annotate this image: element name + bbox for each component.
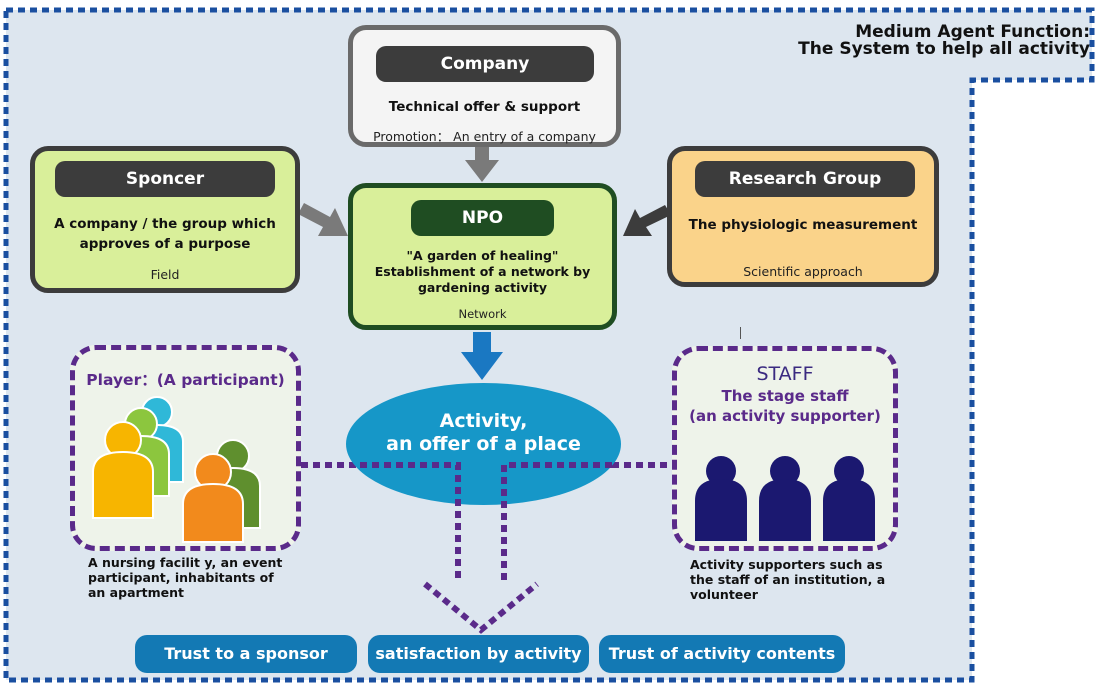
npo-box: NPO "A garden of healing" Establishment …: [348, 183, 617, 330]
staff-title: STAFF: [756, 363, 814, 385]
activity-ellipse: [346, 383, 621, 505]
player-box: Player：(A participant): [70, 345, 301, 551]
sponsor-main-text: A company / the group which approves of …: [35, 214, 295, 254]
research-main-text: The physiologic measurement: [688, 217, 918, 233]
tick-mark: [740, 327, 741, 339]
participant-icons: [92, 396, 261, 543]
npo-line1: "A garden of healing": [406, 248, 559, 263]
sponsor-sub-text: Field: [150, 267, 180, 282]
player-caption-line1: A nursing facilit y, an event: [88, 555, 283, 570]
npo-to-activity-arrow: [461, 332, 503, 380]
player-caption: A nursing facilit y, an event participan…: [88, 555, 282, 600]
staff-caption-line2: the staff of an institution, a: [690, 572, 886, 587]
sponsor-main-line2: approves of a purpose: [79, 236, 251, 252]
staff-sub-line2: (an activity supporter): [689, 407, 881, 425]
staff-person-icon-2: [759, 456, 811, 541]
research-header: Research Group: [695, 161, 915, 197]
staff-icons: [695, 456, 875, 541]
npo-sub-text: Network: [458, 307, 507, 321]
company-box: Company Technical offer & support Promot…: [348, 25, 621, 147]
company-header: Company: [376, 46, 594, 82]
sponsor-main-line1: A company / the group which: [54, 216, 276, 232]
npo-header: NPO: [411, 200, 554, 236]
npo-main-text: "A garden of healing" Establishment of a…: [353, 248, 612, 296]
staff-sub-line1: The stage staff: [721, 387, 849, 405]
company-sub-text: Promotion： An entry of a company: [373, 129, 596, 144]
player-title: Player：(A participant): [86, 371, 285, 389]
staff-person-icon-3: [823, 456, 875, 541]
outcome-trust-sponsor: Trust to a sponsor: [135, 635, 357, 673]
outcome-satisfaction: satisfaction by activity: [368, 635, 589, 673]
company-to-npo-arrow: [465, 146, 499, 182]
sponsor-box: Sponcer A company / the group which appr…: [30, 146, 300, 293]
sponsor-header: Sponcer: [55, 161, 275, 197]
title-line2: The System to help all activity: [798, 39, 1090, 59]
player-caption-line2: participant, inhabitants of: [88, 570, 274, 585]
staff-person-icon-1: [695, 456, 747, 541]
research-sub-text: Scientific approach: [743, 264, 863, 279]
npo-line3: gardening activity: [417, 280, 548, 295]
sponsor-to-npo-arrow: [298, 203, 348, 236]
player-caption-line3: an apartment: [88, 585, 185, 600]
outcome-trust-contents: Trust of activity contents: [599, 635, 845, 673]
company-main-text: Technical offer & support: [388, 99, 581, 115]
staff-caption: Activity supporters such as the staff of…: [690, 557, 885, 602]
person-icon-orange: [182, 453, 244, 543]
research-to-npo-arrow: [623, 205, 671, 236]
staff-caption-line3: volunteer: [690, 587, 758, 602]
research-group-box: Research Group The physiologic measureme…: [667, 146, 939, 287]
activity-line2: an offer of a place: [386, 433, 581, 455]
title-line1: Medium Agent Function:: [855, 22, 1090, 42]
staff-caption-line1: Activity supporters such as: [690, 557, 883, 572]
activity-line1: Activity,: [439, 410, 528, 432]
person-icon-yellow: [92, 421, 154, 519]
staff-box: STAFF The stage staff (an activity suppo…: [672, 346, 898, 551]
activity-text: Activity, an offer of a place: [346, 410, 621, 456]
diagram-title: Medium Agent Function: The System to hel…: [798, 24, 1090, 58]
staff-subtitle: The stage staff (an activity supporter): [677, 386, 893, 426]
npo-line2: Establishment of a network by: [374, 264, 591, 279]
